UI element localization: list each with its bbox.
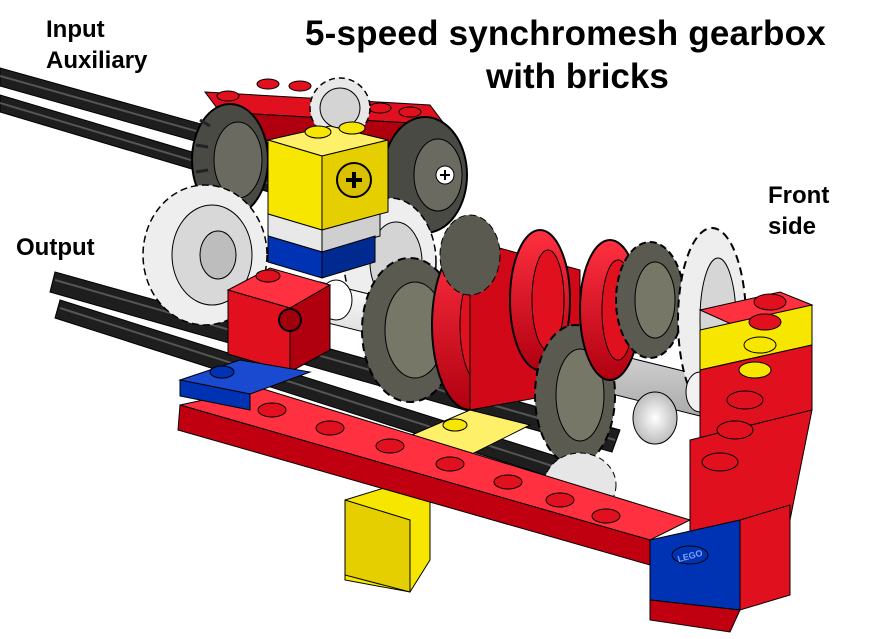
- input-label-line-2: Auxiliary: [46, 47, 148, 74]
- output-label: Output: [16, 234, 95, 261]
- input-auxiliary-label: Input Auxiliary: [46, 14, 147, 76]
- front-label-line-2: side: [768, 213, 817, 240]
- input-label-line-1: Input: [46, 16, 105, 43]
- dark-gear-2: [439, 214, 501, 296]
- right-frame: [649, 291, 814, 633]
- front-label-line-1: Front: [768, 182, 830, 209]
- front-side-label: Front side: [768, 180, 829, 242]
- red-technic-brick: [226, 267, 332, 373]
- title-line-2: with bricks: [486, 57, 669, 96]
- title-line-1: 5-speed synchromesh gearbox: [305, 14, 826, 53]
- dark-gear-4: [615, 241, 685, 359]
- yellow-technic-brick: [266, 121, 389, 279]
- blue-plate-left: [178, 359, 312, 411]
